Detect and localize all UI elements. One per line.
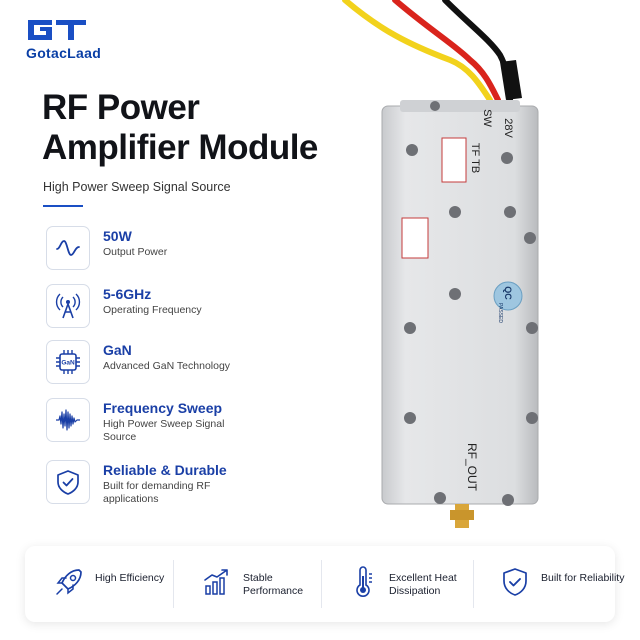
label-tf-tb: TF TB — [469, 142, 482, 174]
page-title: RF Power Amplifier Module — [42, 88, 318, 168]
waveform-icon — [56, 240, 80, 256]
benefits-bar: High Efficiency Stable Performance Excel… — [25, 546, 624, 622]
antenna-icon — [55, 293, 81, 319]
label-sw: SW — [480, 109, 493, 127]
benefit-label: Excellent Heat Dissipation — [389, 572, 457, 597]
feature-title: 50W — [103, 228, 132, 244]
feature-desc: Advanced GaN Technology — [103, 360, 231, 372]
chart-icon — [204, 569, 228, 595]
feature-title: 5-6GHz — [103, 286, 152, 302]
benefit-label: Built for Reliability — [541, 572, 625, 584]
title-line-2: Amplifier Module — [42, 128, 318, 167]
feature-title: GaN — [103, 342, 132, 358]
sweep-icon — [56, 409, 80, 431]
feature-icon-box — [46, 398, 90, 442]
qc-label: QC — [502, 286, 513, 300]
power-wires — [342, 0, 522, 103]
shield-check-icon — [503, 568, 527, 596]
feature-desc: High Power Sweep Signal Source — [103, 418, 225, 443]
shield-check-icon — [57, 470, 79, 495]
feature-icon-box — [46, 284, 90, 328]
brand-name: GotacLaad — [26, 45, 102, 61]
accent-divider — [43, 205, 83, 207]
feature-icon-box — [46, 460, 90, 504]
rocket-icon — [56, 569, 82, 595]
chip-icon: GaN — [56, 350, 80, 374]
title-line-1: RF Power — [42, 88, 200, 127]
feature-desc: Output Power — [103, 246, 168, 258]
benefit-label: Stable Performance — [243, 572, 304, 597]
brand-mark-icon — [28, 20, 86, 40]
feature-desc: Operating Frequency — [103, 304, 202, 316]
feature-title: Reliable & Durable — [103, 462, 227, 478]
bar-divider — [473, 560, 474, 608]
brand-logo: GotacLaad — [26, 18, 101, 61]
amplifier-module-image: SW 28V TF TB QC PASSED RF_OUT — [380, 100, 540, 528]
benefit-label: High Efficiency — [95, 572, 165, 584]
label-rf-out: RF_OUT — [465, 443, 479, 491]
module-body — [381, 100, 539, 528]
thermometer-icon — [356, 566, 372, 597]
bar-divider — [173, 560, 174, 608]
label-28v: 28V — [501, 118, 514, 138]
chip-label: GaN — [61, 360, 75, 367]
feature-icon-box: GaN — [46, 340, 90, 384]
page-subtitle: High Power Sweep Signal Source — [43, 180, 231, 194]
bar-divider — [321, 560, 322, 608]
feature-icon-box — [46, 226, 90, 270]
feature-title: Frequency Sweep — [103, 400, 223, 416]
feature-desc: Built for demanding RF applications — [103, 480, 211, 505]
qc-sub: PASSED — [496, 303, 503, 323]
